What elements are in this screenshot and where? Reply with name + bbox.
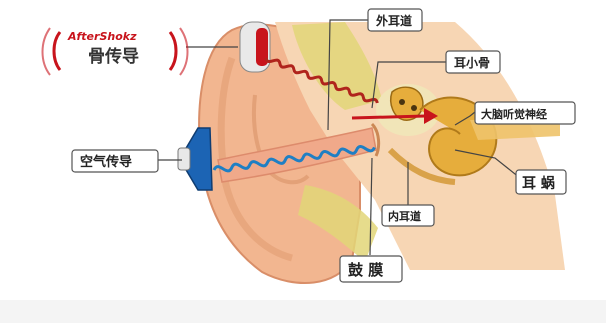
inner-canal-label: 内耳道 bbox=[388, 209, 421, 223]
bottom-strip bbox=[0, 300, 606, 323]
eardrum-label: 鼓 膜 bbox=[348, 261, 383, 279]
ossicles-label: 耳小骨 bbox=[454, 55, 490, 70]
auditory-nerve-label: 大脑听觉神经 bbox=[481, 107, 547, 121]
speaker-body bbox=[178, 148, 190, 170]
bone-conduction-label: 骨传导 bbox=[88, 46, 139, 67]
ossicle-dot-b bbox=[411, 105, 417, 111]
bracket-left-icon bbox=[54, 32, 60, 70]
bone-conduction-arrow bbox=[352, 116, 425, 118]
aftershokz-logo-text: AfterShokz bbox=[67, 30, 137, 43]
bracket-right-icon bbox=[170, 32, 176, 70]
cochlea-label: 耳 蜗 bbox=[522, 176, 555, 192]
outer-canal-label: 外耳道 bbox=[376, 13, 412, 28]
bracket-left-outer-icon bbox=[43, 28, 51, 75]
air-conduction-label: 空气传导 bbox=[80, 154, 132, 170]
bracket-right-outer-icon bbox=[180, 28, 188, 75]
ossicle-dot-a bbox=[399, 99, 405, 105]
